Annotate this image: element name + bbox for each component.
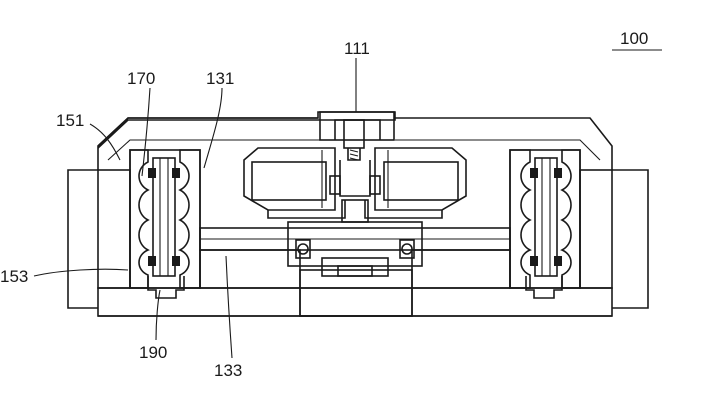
base-plate (97, 269, 613, 317)
housing-outer-cover (67, 111, 649, 309)
ref-label-111: 111 (344, 39, 370, 58)
ref-label-153: 153 (0, 267, 28, 286)
ref-label-151: 151 (56, 111, 84, 130)
ref-label-131: 131 (206, 69, 234, 88)
left-side-block (97, 149, 201, 299)
ref-label-170: 170 (127, 69, 155, 88)
right-side-block (509, 149, 613, 299)
ref-label-133: 133 (214, 361, 242, 380)
upper-assembly-right (364, 147, 467, 219)
upper-assembly-left (243, 147, 346, 219)
ref-label-100: 100 (620, 29, 648, 48)
central-hub (287, 199, 423, 277)
top-connector (319, 111, 395, 197)
leader-lines (33, 49, 662, 359)
inner-base-left (199, 249, 511, 289)
moving-plate (199, 227, 511, 251)
ref-label-190: 190 (139, 343, 167, 362)
